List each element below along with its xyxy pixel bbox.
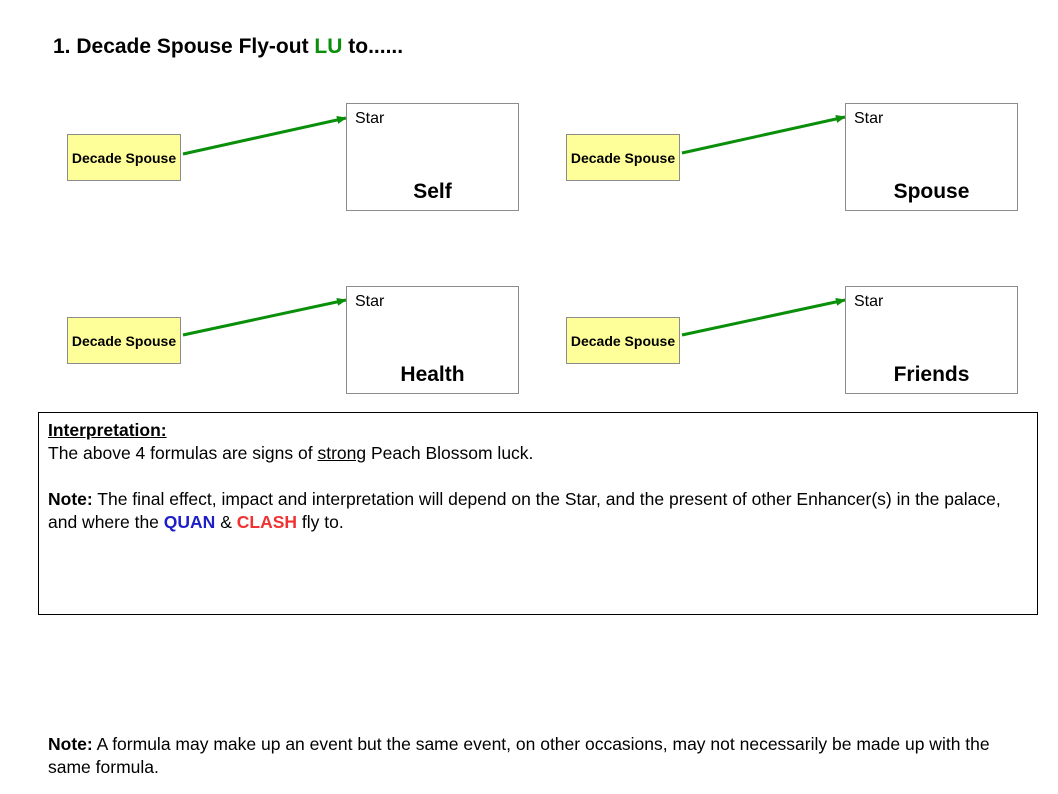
decade-spouse-box-4: Decade Spouse	[566, 317, 680, 364]
interpretation-line: The above 4 formulas are signs of strong…	[48, 442, 1028, 465]
footnote: Note: A formula may make up an event but…	[48, 733, 1008, 779]
palace-name: Health	[400, 363, 465, 386]
arrow-to-spouse	[681, 115, 846, 155]
note-text: The final effect, impact and interpretat…	[48, 489, 1001, 532]
interpretation-text-pre: The above 4 formulas are signs of	[48, 443, 313, 463]
star-label: Star	[854, 110, 884, 127]
ampersand: &	[220, 512, 232, 532]
interpretation-text-post: Peach Blossom luck.	[370, 443, 534, 463]
palace-name: Spouse	[893, 180, 970, 203]
palace-name: Friends	[893, 363, 970, 386]
footnote-label: Note:	[48, 734, 93, 754]
palace-box-friends: Star Friends	[845, 286, 1018, 394]
clash-keyword: CLASH	[236, 512, 298, 532]
interpretation-box: Interpretation: The above 4 formulas are…	[38, 412, 1038, 615]
star-label: Star	[355, 293, 385, 310]
interpretation-underlined-word: strong	[317, 443, 367, 463]
page-title: 1. Decade Spouse Fly-out LU to......	[53, 35, 403, 59]
note-end: fly to.	[301, 512, 344, 532]
title-highlight-lu: LU	[314, 35, 343, 58]
footnote-text: A formula may make up an event but the s…	[48, 734, 990, 777]
decade-spouse-box-1: Decade Spouse	[67, 134, 181, 181]
title-prefix: 1. Decade Spouse Fly-out	[53, 35, 309, 58]
title-suffix: to......	[348, 35, 404, 58]
decade-spouse-box-3: Decade Spouse	[67, 317, 181, 364]
palace-box-health: Star Health	[346, 286, 519, 394]
arrow-to-health	[182, 297, 347, 337]
arrow-to-self	[182, 116, 347, 156]
palace-box-self: Star Self	[346, 103, 519, 211]
note-label: Note:	[48, 489, 93, 509]
decade-spouse-box-2: Decade Spouse	[566, 134, 680, 181]
star-label: Star	[854, 293, 884, 310]
palace-box-spouse: Star Spouse	[845, 103, 1018, 211]
spacer	[48, 465, 1028, 488]
interpretation-heading: Interpretation:	[48, 420, 167, 440]
interpretation-note: Note: The final effect, impact and inter…	[48, 488, 1028, 534]
quan-keyword: QUAN	[163, 512, 216, 532]
star-label: Star	[355, 110, 385, 127]
palace-name: Self	[413, 180, 452, 203]
arrow-to-friends	[681, 297, 846, 337]
